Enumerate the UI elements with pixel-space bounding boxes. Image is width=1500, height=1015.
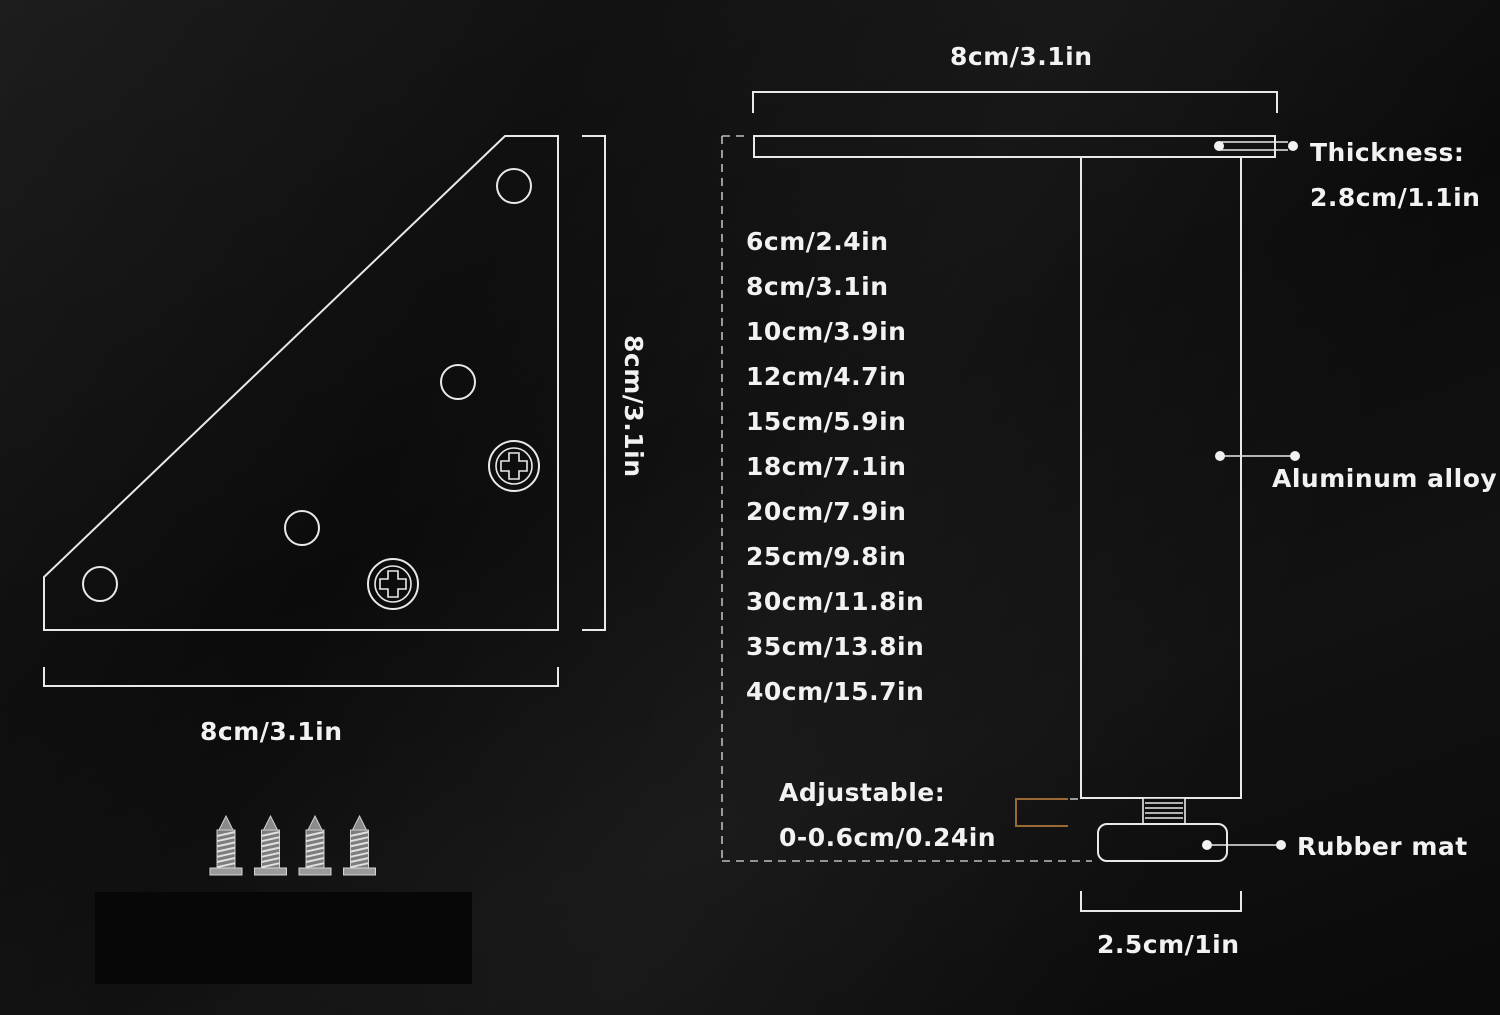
plate-height-dimension-line [582,135,606,631]
height-option: 15cm/5.9in [746,407,906,436]
top-plate [753,135,1276,158]
screw-hole [496,168,532,204]
height-option: 25cm/9.8in [746,542,906,571]
height-option: 12cm/4.7in [746,362,906,391]
thickness-label: Thickness: [1310,138,1464,167]
height-option: 6cm/2.4in [746,227,889,256]
height-option: 40cm/15.7in [746,677,924,706]
height-option: 8cm/3.1in [746,272,889,301]
height-option: 30cm/11.8in [746,587,924,616]
screws-group [209,814,376,876]
bottom-width-label: 2.5cm/1in [1097,930,1240,959]
screw-hole [440,364,476,400]
screw-hole [284,510,320,546]
leg-tube [1080,157,1242,799]
material-leader [1215,451,1300,461]
adjustable-value: 0-0.6cm/0.24in [779,823,996,852]
height-option: 18cm/7.1in [746,452,906,481]
screw-hole [82,566,118,602]
adjustable-thread [1142,797,1186,825]
plate-width-label: 8cm/3.1in [200,717,343,746]
shadow-strip [95,892,472,984]
rubber-label: Rubber mat [1297,832,1468,861]
screw-icon [343,814,376,876]
screw-icon [254,814,287,876]
plate-width-dimension-line [43,667,559,687]
adjustable-label: Adjustable: [779,778,945,807]
plate-outline [43,135,559,631]
adjustable-range-bracket [1015,798,1068,827]
height-option: 20cm/7.9in [746,497,906,526]
rubber-leader [1202,840,1286,850]
mounting-plate [43,135,559,631]
thickness-value: 2.8cm/1.1in [1310,183,1480,212]
bolt-hole-icon [488,440,540,492]
rubber-mat [1097,823,1228,862]
bolt-hole-icon [367,558,419,610]
material-label: Aluminum alloy [1272,464,1497,493]
height-options-list: 6cm/2.4in 8cm/3.1in 10cm/3.9in 12cm/4.7in 15… [746,227,924,706]
top-width-dimension-line [752,91,1278,113]
top-width-label: 8cm/3.1in [950,42,1093,71]
bottom-width-dimension-line [1080,891,1242,912]
screw-icon [298,814,332,876]
height-option: 10cm/3.9in [746,317,906,346]
plate-height-label: 8cm/3.1in [619,335,648,478]
height-option: 35cm/13.8in [746,632,924,661]
thickness-leader [1214,141,1298,151]
screw-icon [209,814,243,876]
